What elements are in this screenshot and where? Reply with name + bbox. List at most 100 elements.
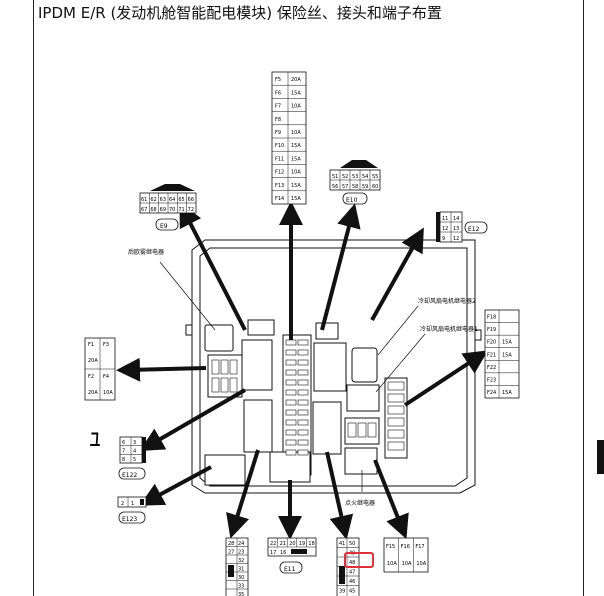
right-fuse-id: F23	[487, 377, 496, 383]
e12-pin: 13	[453, 226, 459, 232]
left-fuse-cell: F2	[88, 374, 94, 380]
left-bottom-pin: 31	[238, 567, 244, 573]
left-fuse-cell: 20A	[88, 358, 98, 364]
top-fuse-rating: 15A	[291, 183, 301, 189]
bottom-right-fuse-rating: 10A	[416, 561, 426, 567]
top-fuse-id: F6	[275, 90, 281, 96]
top-fuse-id: F9	[275, 130, 281, 136]
bottom-right-fuse-rating: 10A	[402, 561, 412, 567]
connector-label-e10: E10	[346, 197, 358, 204]
label-ignition-relay: 点火继电器	[345, 499, 375, 507]
connector-e122: 6 3 7 4 8 5 E122	[118, 436, 146, 480]
connector-label-e122: E122	[122, 472, 137, 479]
connector-e123: 2 1 E123	[117, 496, 147, 524]
top-fuse-id: F7	[275, 104, 281, 110]
top-fuse-rating: 10A	[291, 104, 301, 110]
arrow-e10	[320, 203, 361, 331]
e123-pin-0: 2	[121, 501, 124, 507]
e9-pin: 71	[178, 207, 184, 213]
left-fuse-cell: 10A	[103, 390, 113, 396]
e9-pin: 68	[150, 207, 156, 213]
label-rear-fog-relay: 后欧雾继电器	[128, 248, 164, 256]
left-bottom-pin: 32	[238, 558, 244, 564]
bottom-right-fuse-rating: 10A	[387, 561, 397, 567]
left-fuse-cell: F1	[88, 342, 94, 348]
e10-pin: 60	[372, 184, 378, 190]
connector-label-e123: E123	[122, 516, 137, 523]
e122-pin: 6	[122, 440, 125, 446]
e10-pin: 55	[372, 174, 378, 180]
right-bottom-pin: 46	[349, 579, 355, 585]
e10-pin: 58	[352, 184, 358, 190]
bottom-right-fuse-id: F16	[401, 544, 410, 550]
e9-pin: 62	[150, 197, 156, 203]
e9-pin: 63	[160, 197, 166, 203]
e9-pin: 69	[160, 207, 166, 213]
e12-pin: 9	[442, 236, 445, 242]
e122-pin: 8	[122, 457, 125, 463]
label-fan-relay-2: 冷却风扇电机继电器2	[418, 297, 476, 305]
e12-pin: 12	[453, 236, 459, 242]
bottom-right-fuse-id: F15	[386, 544, 395, 550]
e122-pin: 7	[122, 449, 125, 455]
highlight-box	[344, 552, 374, 568]
left-bottom-pin: 35	[238, 592, 244, 596]
e9-pin: 61	[141, 197, 147, 203]
right-bottom-pin: 48	[349, 560, 355, 566]
arrow-right-fuses	[403, 350, 489, 407]
right-fuse-rating: 15A	[502, 390, 512, 396]
e10-pin: 54	[362, 174, 368, 180]
right-fuse-id: F24	[487, 390, 496, 396]
left-bottom-pin: 24	[238, 541, 244, 547]
e9-pin: 72	[188, 207, 194, 213]
e122-pin: 5	[133, 457, 136, 463]
left-bottom-pin: 28	[228, 541, 234, 547]
right-bottom-pin: 50	[349, 541, 355, 547]
e11-pin: 18	[308, 541, 314, 547]
right-fuse-id: F19	[487, 327, 496, 333]
e11-pin: 16	[280, 550, 286, 556]
e11-pin: 19	[299, 541, 305, 547]
top-fuse-id: F12	[275, 170, 284, 176]
arrow-right-bottom	[325, 451, 354, 540]
connector-label-e12: E12	[468, 226, 480, 233]
page-title: IPDM E/R (发动机舱智能配电模块) 保险丝、接头和端子布置	[38, 4, 442, 22]
label-fan-relay-1: 冷却风扇电机继电器1	[420, 325, 478, 333]
arrow-left-bottom	[226, 449, 260, 539]
e12-pin: 12	[442, 226, 448, 232]
top-fuse-rating: 20A	[291, 77, 301, 83]
arrow-e122	[139, 388, 247, 452]
left-bottom-pin: 23	[238, 550, 244, 556]
arrow-e9	[179, 202, 247, 331]
right-bottom-pin: 45	[349, 589, 355, 595]
bottom-right-fuse-id: F17	[415, 544, 424, 550]
connector-label-e11: E11	[284, 566, 296, 573]
e10-pin: 53	[352, 174, 358, 180]
top-fuse-id: F5	[275, 77, 281, 83]
page-side-mark	[597, 440, 604, 474]
right-bottom-pin: 41	[339, 541, 345, 547]
right-fuse-rating: 15A	[502, 352, 512, 358]
e9-pin: 66	[188, 197, 194, 203]
arrow-e123	[139, 465, 212, 506]
top-fuse-rating: 10A	[291, 130, 301, 136]
e122-pin: 4	[133, 449, 136, 455]
e10-pin: 59	[362, 184, 368, 190]
e122-pin: 3	[133, 440, 136, 446]
arrow-e12	[370, 227, 424, 321]
e11-pin: 22	[270, 541, 276, 547]
e12-pin: 14	[453, 216, 459, 222]
leader-lines	[159, 261, 426, 492]
pointer-arrows	[116, 201, 489, 540]
e10-pin: 51	[332, 174, 338, 180]
arrow-bottom-right-box	[373, 459, 409, 540]
e11-pin: 21	[280, 541, 286, 547]
page-frame-right	[583, 0, 584, 596]
side-glyph: ｭ	[88, 420, 102, 453]
page-frame-left	[33, 0, 34, 596]
